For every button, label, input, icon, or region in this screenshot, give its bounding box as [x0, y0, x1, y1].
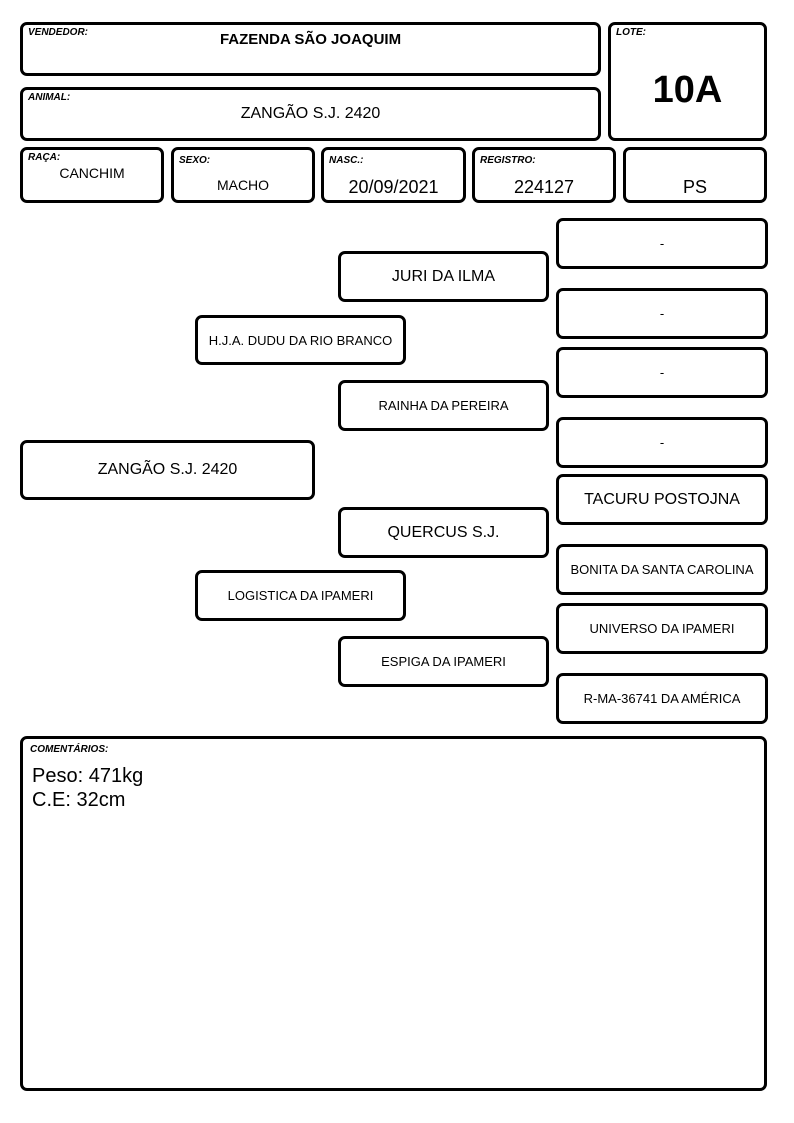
lote-box: LOTE: 10A	[608, 22, 767, 141]
sexo-label: SEXO:	[179, 155, 211, 166]
pedigree-bisavo-5: TACURU POSTOJNA	[556, 474, 768, 525]
pedigree-bisavo-3: -	[556, 347, 768, 398]
vendedor-label: VENDEDOR:	[28, 27, 89, 38]
pedigree-pai: H.J.A. DUDU DA RIO BRANCO	[195, 315, 406, 365]
sexo-box: SEXO: MACHO	[171, 147, 315, 203]
pedigree-mae: LOGISTICA DA IPAMERI	[195, 570, 406, 621]
animal-box: ANIMAL: ZANGÃO S.J. 2420	[20, 87, 601, 141]
pedigree-bisavo-6: BONITA DA SANTA CAROLINA	[556, 544, 768, 595]
animal-value: ZANGÃO S.J. 2420	[240, 105, 381, 122]
categoria-value: PS	[682, 177, 707, 197]
pedigree-bisavo-4: -	[556, 417, 768, 468]
pedigree-avo-pat-mae: RAINHA DA PEREIRA	[338, 380, 549, 431]
pedigree-avo-mat-pai: QUERCUS S.J.	[338, 507, 549, 558]
comentarios-linha-2: C.E: 32cm	[32, 789, 126, 811]
nasc-box: NASC.: 20/09/2021	[321, 147, 466, 203]
pedigree-animal: ZANGÃO S.J. 2420	[20, 440, 315, 500]
vendedor-box: VENDEDOR: FAZENDA SÃO JOAQUIM	[20, 22, 601, 76]
raca-value: CANCHIM	[59, 165, 125, 181]
pedigree-bisavo-1: -	[556, 218, 768, 269]
categoria-box: PS	[623, 147, 767, 203]
comentarios-label: COMENTÁRIOS:	[30, 744, 109, 755]
lote-value: 10A	[652, 69, 723, 111]
pedigree-avo-pat-pai: JURI DA ILMA	[338, 251, 549, 302]
comentarios-linha-1: Peso: 471kg	[32, 765, 144, 787]
pedigree-bisavo-7: UNIVERSO DA IPAMERI	[556, 603, 768, 654]
nasc-label: NASC.:	[329, 155, 364, 166]
registro-box: REGISTRO: 224127	[472, 147, 616, 203]
registro-value: 224127	[513, 177, 575, 197]
pedigree-avo-mat-mae: ESPIGA DA IPAMERI	[338, 636, 549, 687]
pedigree-bisavo-8: R-MA-36741 DA AMÉRICA	[556, 673, 768, 724]
registro-label: REGISTRO:	[480, 155, 536, 166]
pedigree-bisavo-2: -	[556, 288, 768, 339]
comentarios-box: COMENTÁRIOS: Peso: 471kg C.E: 32cm	[20, 736, 767, 1091]
vendedor-value: FAZENDA SÃO JOAQUIM	[219, 31, 402, 48]
raca-box: RAÇA: CANCHIM	[20, 147, 164, 203]
animal-label: ANIMAL:	[28, 92, 71, 103]
sexo-value: MACHO	[216, 177, 270, 193]
lote-label: LOTE:	[616, 27, 646, 38]
nasc-value: 20/09/2021	[348, 177, 439, 197]
raca-label: RAÇA:	[28, 152, 61, 163]
